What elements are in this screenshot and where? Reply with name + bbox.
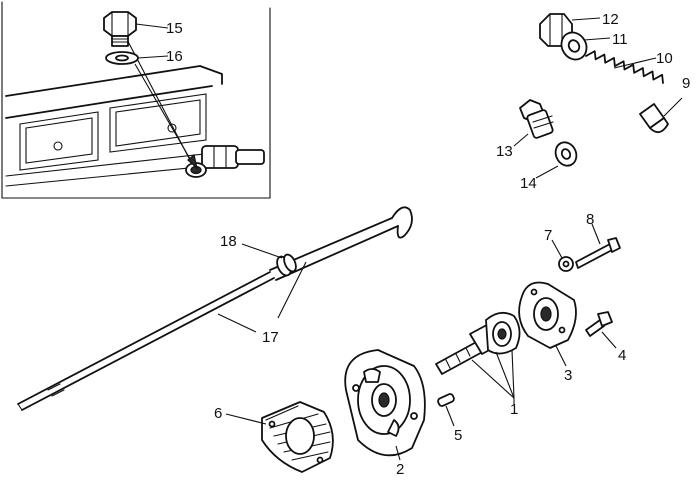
part-7-lock-washer [551,239,574,272]
part-13-union [513,99,554,147]
part-3-cover [518,281,577,367]
label-17: 17 [262,329,279,346]
part-9-valve [639,97,683,134]
label-1: 1 [510,401,518,418]
label-6: 6 [214,405,222,422]
part-18-grommet [241,243,297,277]
label-12: 12 [602,11,619,28]
part-11-washer [560,31,611,61]
label-10: 10 [656,50,673,67]
label-11: 11 [612,31,628,48]
label-18: 18 [220,233,237,250]
label-5: 5 [454,427,462,444]
label-16: 16 [166,48,183,65]
label-15: 15 [166,20,183,37]
label-9: 9 [682,75,690,92]
label-7: 7 [544,227,552,244]
label-3: 3 [564,367,572,384]
part-2-pump-body [344,349,426,461]
label-13: 13 [496,143,513,160]
label-8: 8 [586,211,594,228]
part-1-rotor-shaft [435,311,521,404]
part-16-washer [105,51,169,65]
label-4: 4 [618,347,626,364]
label-2: 2 [396,461,404,478]
part-10-spring [585,50,664,84]
part-8-bolt [575,223,621,269]
inset-frame [1,1,271,199]
part-14-washer [535,141,578,179]
label-14: 14 [520,175,537,192]
part-15-drain-plug [103,11,169,47]
part-4-bolt [585,311,617,349]
part-6-gasket [225,401,334,473]
part-5-pin [437,393,455,427]
